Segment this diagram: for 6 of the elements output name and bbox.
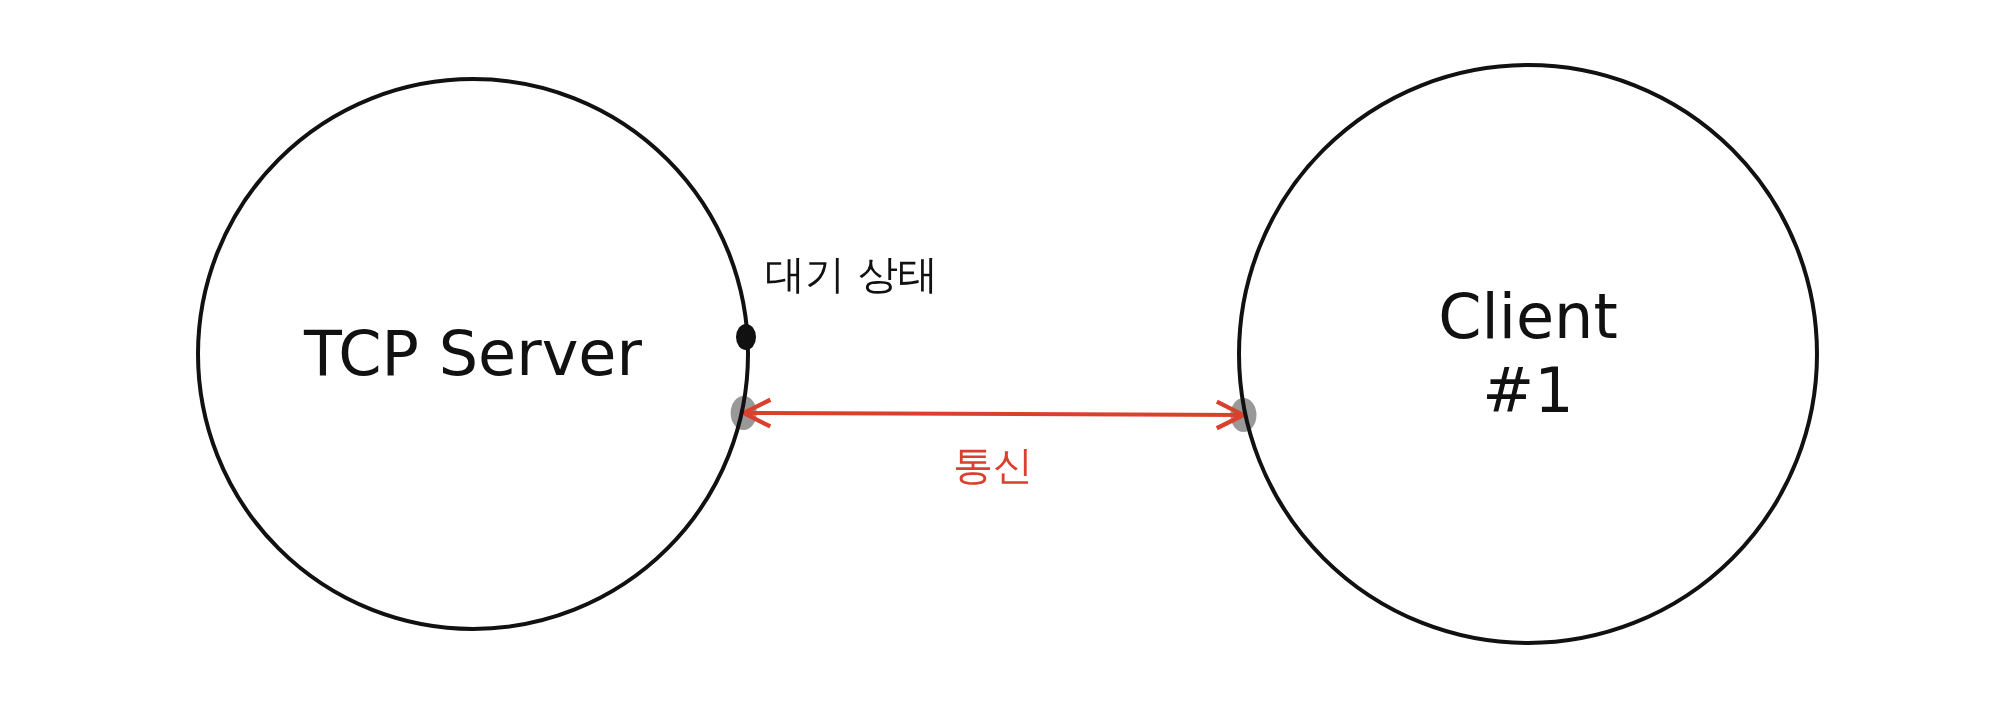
state-label: 대기 상태 [765,250,938,299]
arrow [741,397,1246,431]
node-circle [196,77,750,631]
node-label: Client #1 [1437,279,1619,429]
node-circle [1237,63,1819,645]
node-label: TCP Server [302,316,643,392]
